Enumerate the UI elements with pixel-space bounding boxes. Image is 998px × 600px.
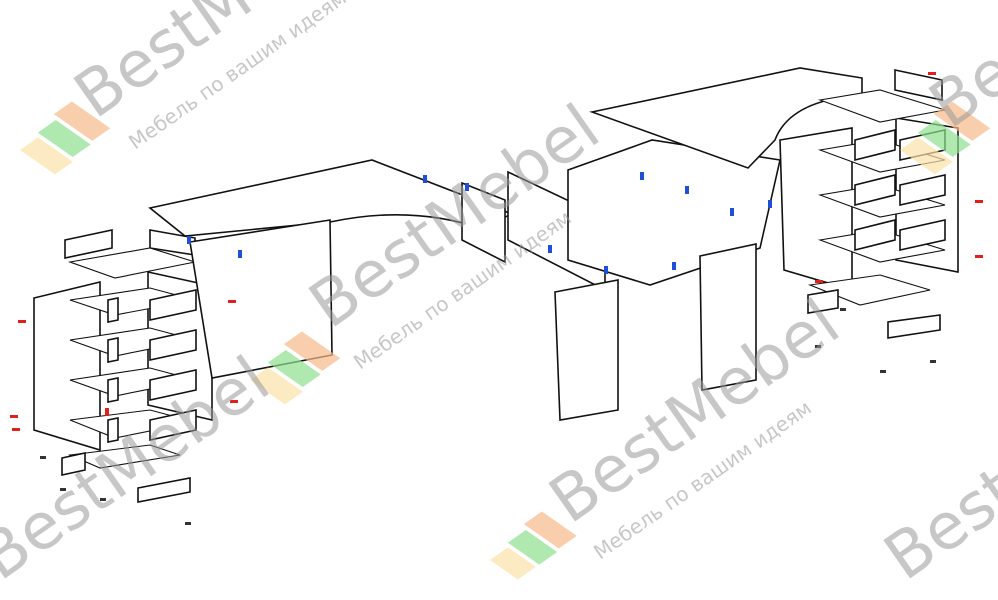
- watermark-brand: BestMebel: [917, 0, 998, 143]
- watermark-logos: [20, 101, 991, 580]
- fasteners: [10, 72, 983, 525]
- left-pedestal: [33, 229, 213, 503]
- watermark-brand: BestMebel: [872, 343, 998, 595]
- middle-panels: [461, 139, 781, 421]
